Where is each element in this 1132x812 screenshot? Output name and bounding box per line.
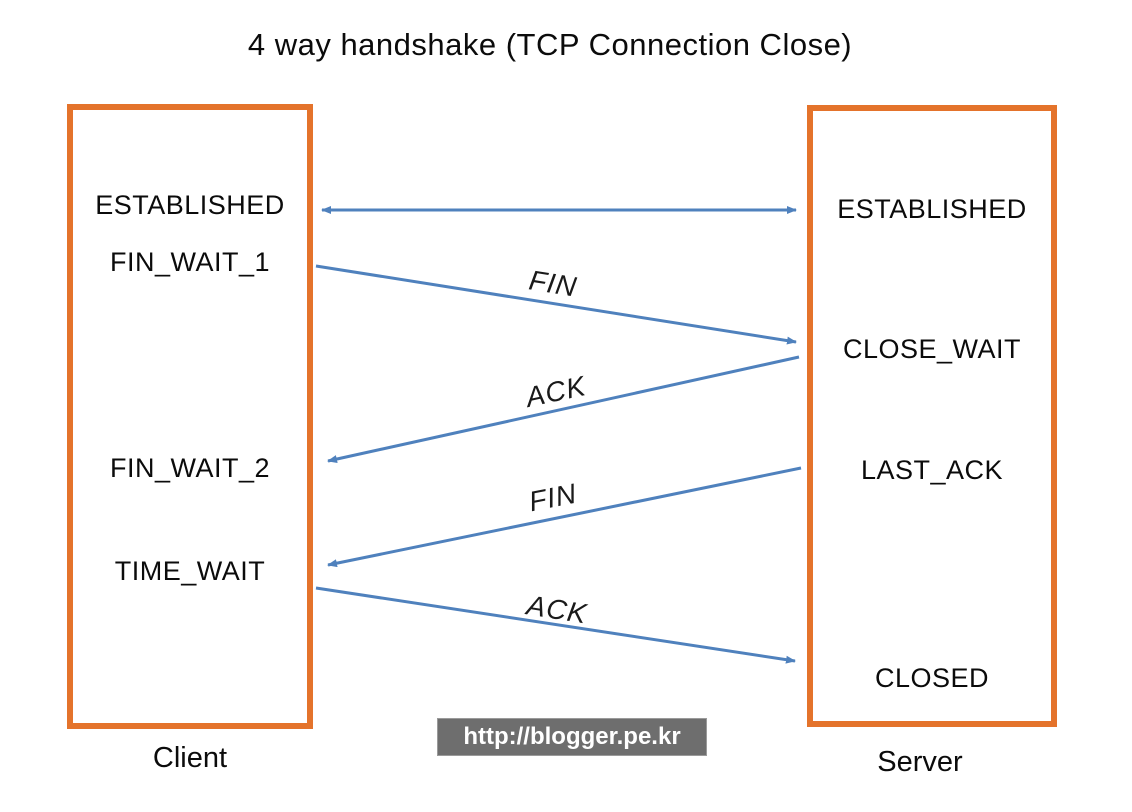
- message-label-fin-1: FIN: [526, 264, 580, 303]
- client-state-fin-wait-1: FIN_WAIT_1: [109, 247, 271, 277]
- message-label-ack-1: ACK: [523, 370, 589, 413]
- server-state-last-ack: LAST_ACK: [860, 455, 1004, 485]
- arrow-ack-server-to-client: [327, 355, 800, 463]
- client-state-established: ESTABLISHED: [95, 190, 285, 220]
- client-caption: Client: [152, 742, 228, 774]
- server-state-closed: CLOSED: [874, 663, 990, 693]
- server-state-close-wait: CLOSE_WAIT: [842, 334, 1022, 364]
- server-caption: Server: [877, 746, 963, 778]
- watermark-badge: http://blogger.pe.kr: [437, 718, 707, 756]
- message-label-ack-2: ACK: [524, 589, 590, 630]
- client-state-fin-wait-2: FIN_WAIT_2: [109, 453, 271, 483]
- client-box: [67, 104, 313, 729]
- client-state-time-wait: TIME_WAIT: [114, 556, 266, 586]
- server-box: [807, 105, 1057, 727]
- message-label-fin-2: FIN: [526, 477, 580, 518]
- diagram-title: 4 way handshake (TCP Connection Close): [247, 27, 853, 62]
- server-state-established: ESTABLISHED: [837, 194, 1027, 224]
